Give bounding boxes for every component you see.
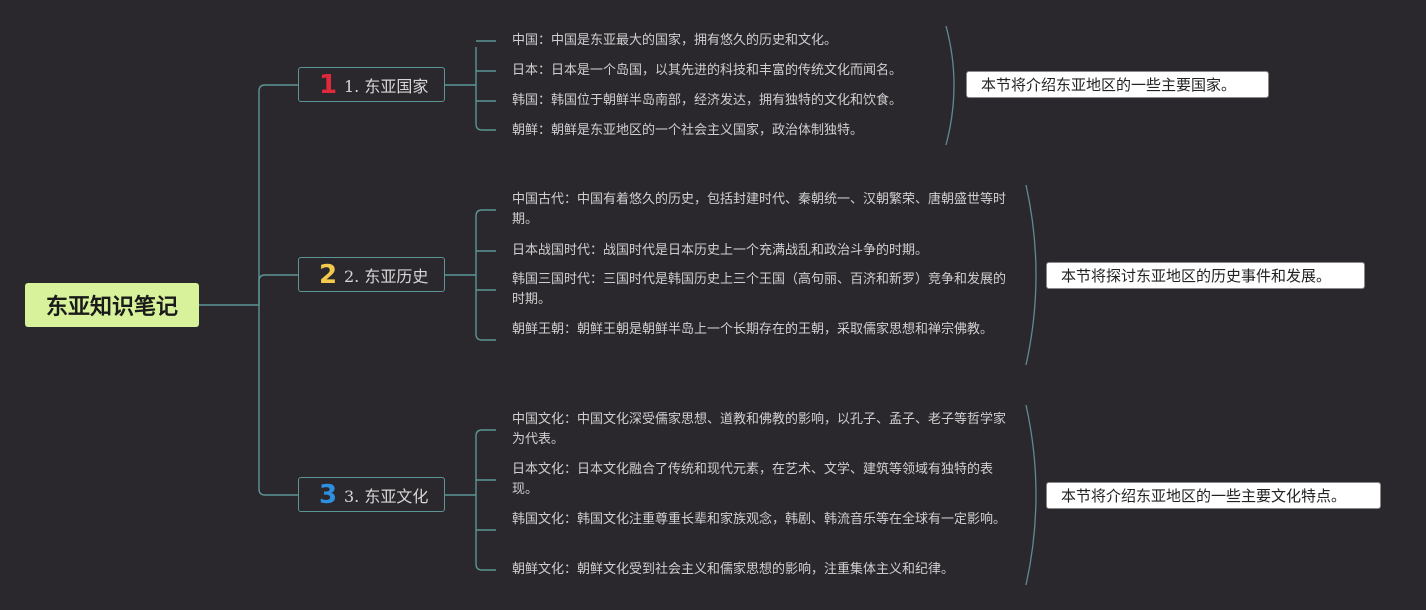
leaf-item[interactable]: 中国：中国是东亚最大的国家，拥有悠久的历史和文化。 bbox=[512, 33, 838, 48]
branch-label: 2. 东亚历史 bbox=[344, 266, 429, 286]
number-1-icon: 1 bbox=[319, 69, 338, 100]
connector-leaf-2 bbox=[445, 209, 496, 341]
connector-leaf-1 bbox=[445, 40, 496, 131]
leaf-item[interactable]: 日本战国时代：战国时代是日本历史上一个充满战乱和政治斗争的时期。 bbox=[512, 243, 929, 258]
branch-label: 1. 东亚国家 bbox=[344, 76, 429, 96]
summary-text: 本节将探讨东亚地区的历史事件和发展。 bbox=[1061, 267, 1332, 285]
connector-leaf-3 bbox=[445, 429, 496, 571]
summary-text: 本节将介绍东亚地区的一些主要文化特点。 bbox=[1061, 487, 1347, 505]
leaf-item[interactable]: 朝鲜王朝：朝鲜王朝是朝鲜半岛上一个长期存在的王朝，采取儒家思想和禅宗佛教。 bbox=[512, 322, 994, 337]
summary-brace-3 bbox=[1025, 404, 1037, 586]
leaf-item[interactable]: 日本文化：日本文化融合了传统和现代元素，在艺术、文学、建筑等领域有独特的表现。 bbox=[512, 462, 994, 497]
number-3-icon: 3 bbox=[319, 479, 338, 510]
branch-east-asian-countries[interactable]: 1 1. 东亚国家 bbox=[298, 67, 445, 102]
branch-east-asian-culture[interactable]: 3 3. 东亚文化 bbox=[298, 477, 445, 512]
branch-east-asian-history[interactable]: 2 2. 东亚历史 bbox=[298, 257, 445, 292]
leaf-item[interactable]: 中国文化：中国文化深受儒家思想、道教和佛教的影响，以孔子、孟子、老子等哲学家为代… bbox=[512, 412, 1007, 447]
root-title: 东亚知识笔记 bbox=[45, 295, 178, 320]
summary-brace-1 bbox=[945, 25, 955, 146]
leaf-item[interactable]: 朝鲜文化：朝鲜文化受到社会主义和儒家思想的影响，注重集体主义和纪律。 bbox=[512, 562, 955, 577]
leaf-item[interactable]: 韩国：韩国位于朝鲜半岛南部，经济发达，拥有独特的文化和饮食。 bbox=[512, 93, 903, 108]
number-2-icon: 2 bbox=[319, 259, 338, 290]
leaf-item[interactable]: 韩国文化：韩国文化注重尊重长辈和家族观念，韩剧、韩流音乐等在全球有一定影响。 bbox=[512, 512, 1007, 527]
leaf-item[interactable]: 中国古代：中国有着悠久的历史，包括封建时代、秦朝统一、汉朝繁荣、唐朝盛世等时期。 bbox=[512, 192, 1007, 227]
connector-branch-3 bbox=[258, 305, 299, 496]
branch-label: 3. 东亚文化 bbox=[344, 486, 429, 506]
summary-box-1[interactable]: 本节将介绍东亚地区的一些主要国家。 bbox=[966, 71, 1269, 98]
summary-box-2[interactable]: 本节将探讨东亚地区的历史事件和发展。 bbox=[1046, 262, 1365, 289]
leaf-item[interactable]: 朝鲜：朝鲜是东亚地区的一个社会主义国家，政治体制独特。 bbox=[512, 123, 864, 138]
summary-text: 本节将介绍东亚地区的一些主要国家。 bbox=[981, 76, 1237, 94]
summary-box-3[interactable]: 本节将介绍东亚地区的一些主要文化特点。 bbox=[1046, 482, 1381, 509]
leaf-item[interactable]: 韩国三国时代：三国时代是韩国历史上三个王国（高句丽、百济和新罗）竞争和发展的时期… bbox=[512, 272, 1007, 307]
leaf-item[interactable]: 日本：日本是一个岛国，以其先进的科技和丰富的传统文化而闻名。 bbox=[512, 63, 903, 78]
connector-branch-2 bbox=[258, 274, 299, 305]
root-topic[interactable]: 东亚知识笔记 bbox=[25, 283, 199, 327]
summary-brace-2 bbox=[1025, 184, 1037, 366]
connector-branch-1 bbox=[258, 84, 299, 305]
